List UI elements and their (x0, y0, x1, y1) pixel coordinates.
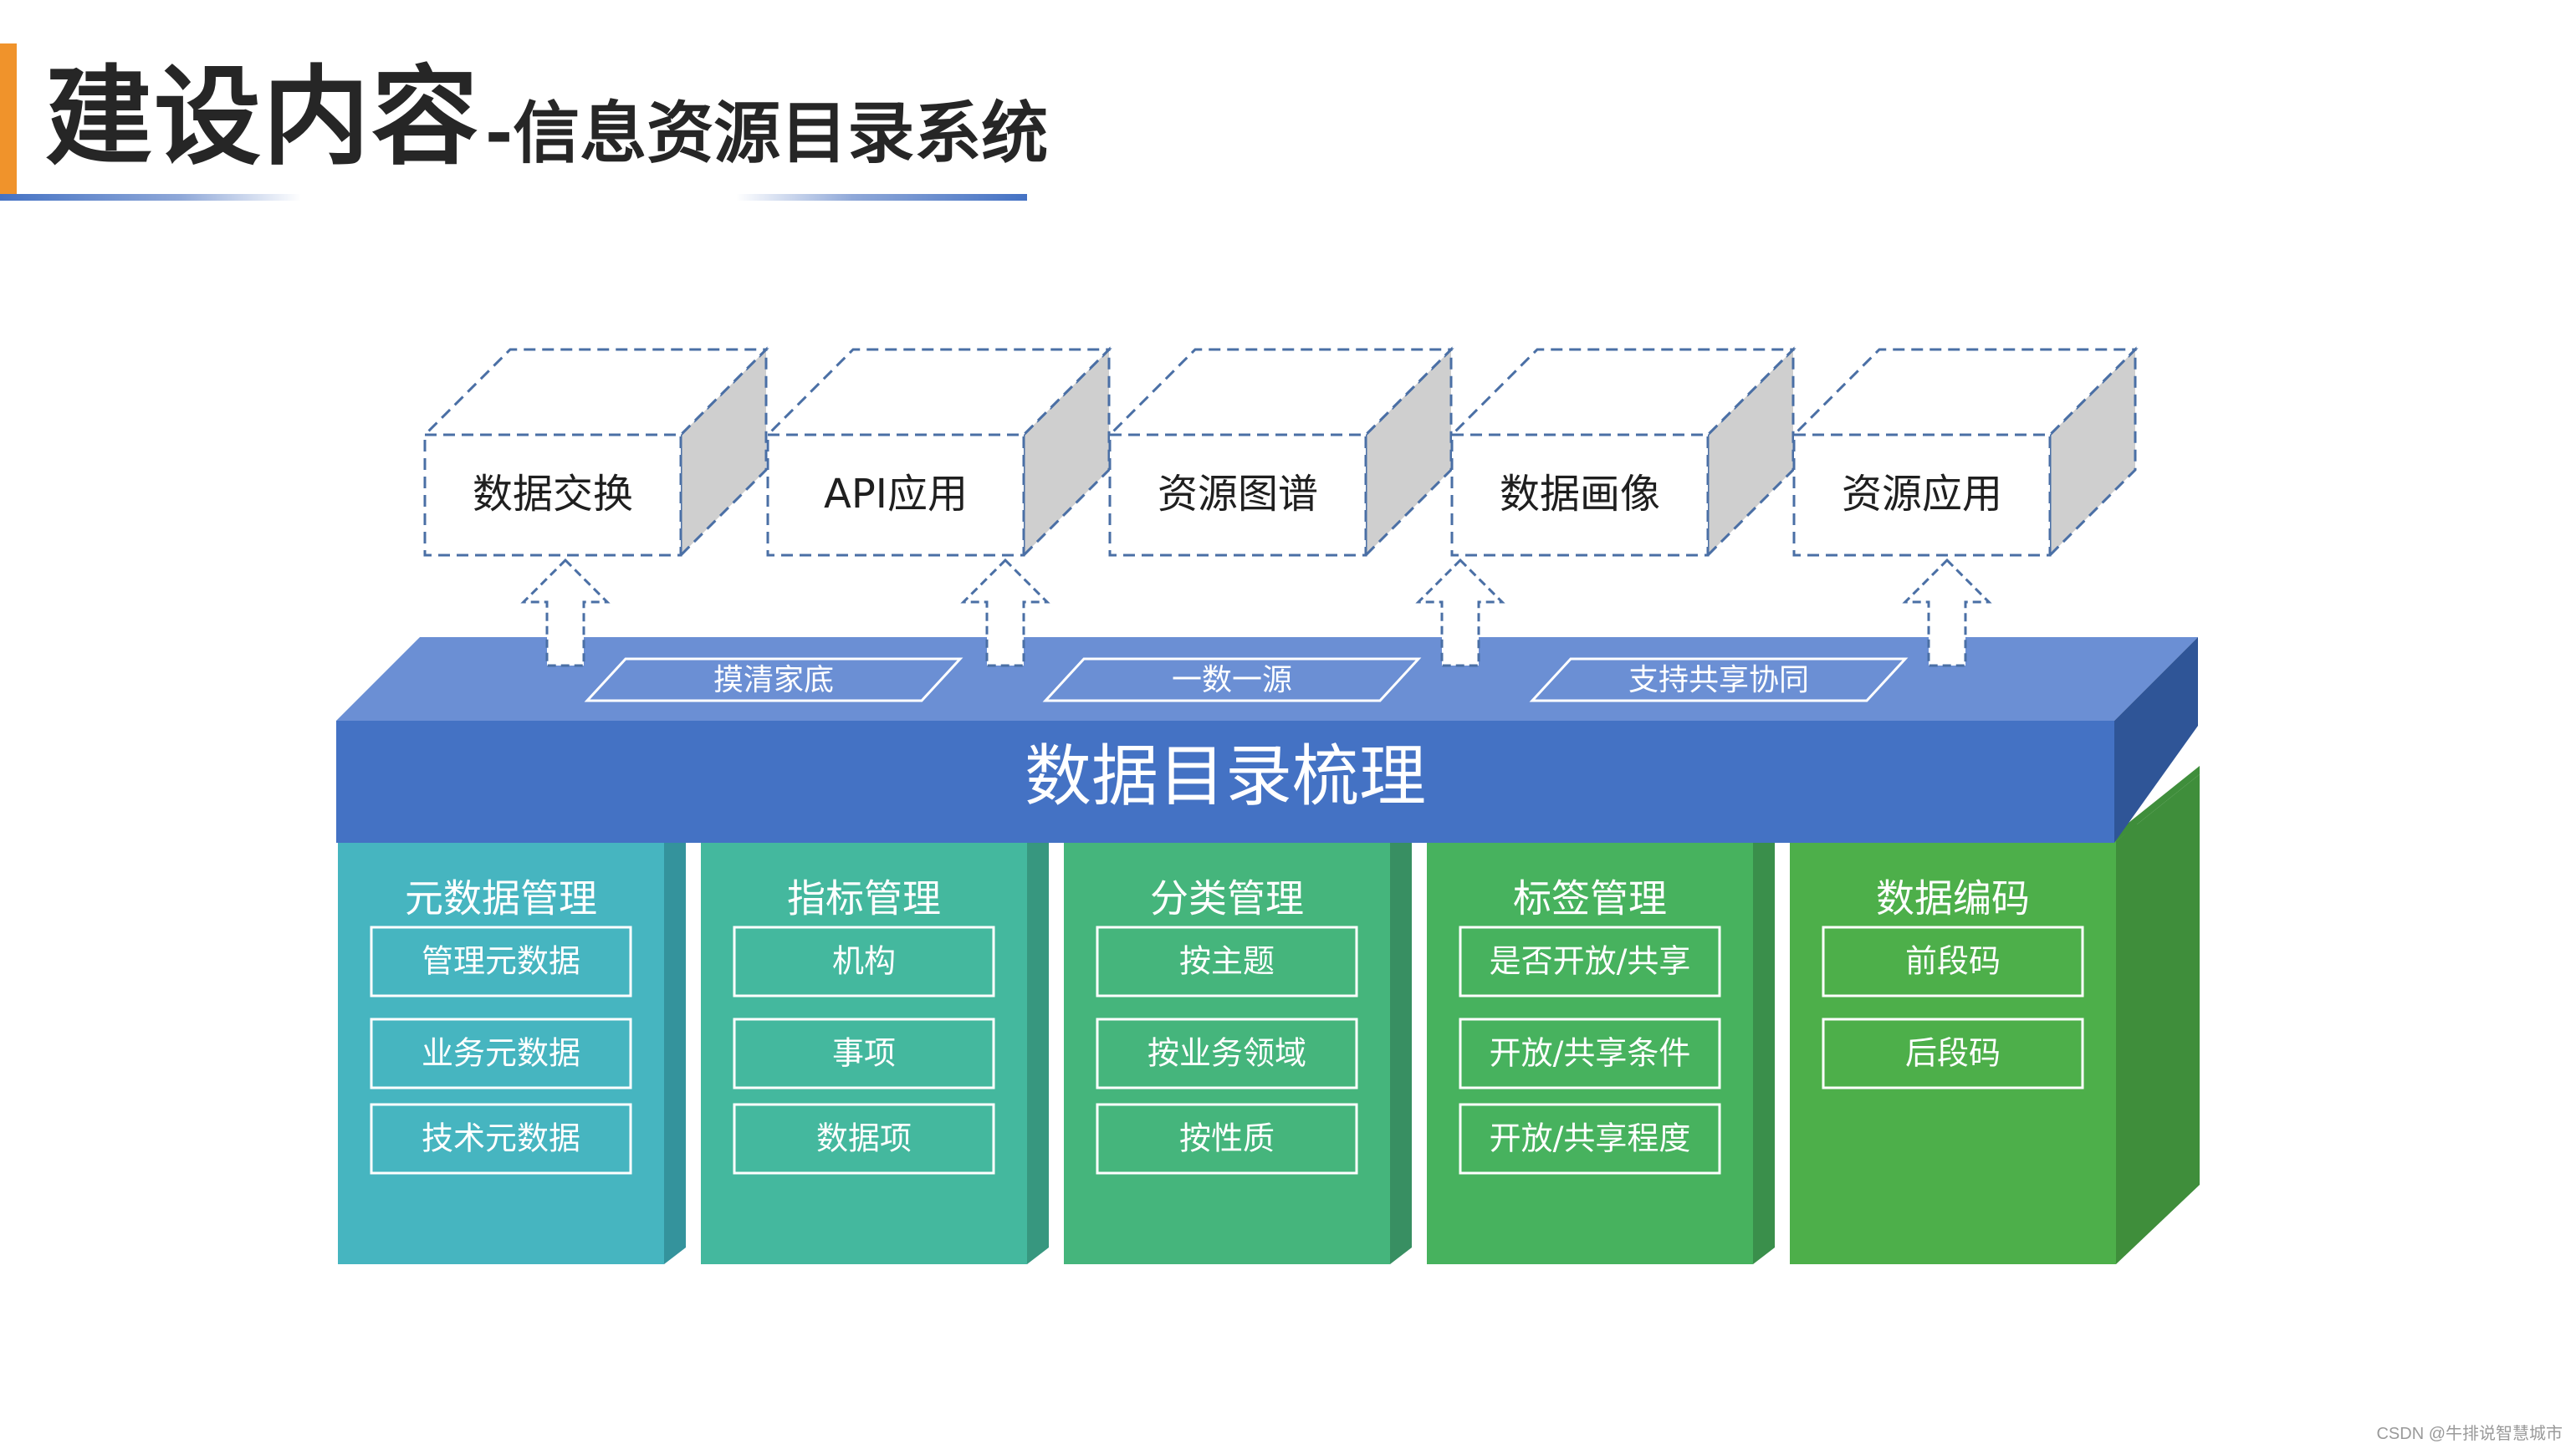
module-item-box (733, 926, 995, 997)
service-box-front (1792, 433, 2052, 557)
module-item: 业务元数据 (422, 1035, 580, 1072)
slab-tag: 一数一源 (1172, 663, 1292, 697)
service-box-label: 资源图谱 (1158, 471, 1318, 518)
up-arrow-shape (1415, 558, 1505, 667)
module-item: 管理元数据 (422, 943, 580, 980)
module-side-face (1753, 824, 1775, 1264)
header-accent-bar (0, 43, 17, 196)
service-box-label: 数据交换 (473, 471, 633, 518)
service-box-front (423, 433, 682, 557)
module-item-box (370, 1018, 632, 1089)
header-underline-right (736, 194, 1027, 201)
slab-tag: 摸清家底 (713, 663, 834, 697)
base-right-face (2116, 774, 2200, 1264)
module-side-face (664, 824, 686, 1264)
module-item-box (1459, 926, 1721, 997)
base-right-top-edge (2116, 766, 2200, 841)
module-item: 按性质 (1179, 1120, 1275, 1157)
module-item: 按主题 (1179, 943, 1275, 980)
page-title-sub: -信息资源目录系统 (485, 94, 1049, 172)
module-item: 数据项 (816, 1120, 912, 1157)
service-box-4: 数据画像 (1449, 346, 1797, 559)
up-arrow-shape (960, 558, 1050, 667)
module-item-box (370, 926, 632, 997)
module-front-face (338, 841, 664, 1264)
module-side-face (1027, 824, 1049, 1264)
slab-tag-box (584, 657, 963, 702)
service-box-label: 资源应用 (1842, 471, 2002, 518)
up-arrow-4 (1902, 558, 1992, 667)
service-box-3: 资源图谱 (1107, 346, 1454, 559)
slab-tag: 支持共享协同 (1628, 663, 1809, 697)
module-front-face (701, 841, 1027, 1264)
module-side-face (1390, 824, 1412, 1264)
module-item-box (1096, 1018, 1358, 1089)
slab-side-face (2114, 637, 2198, 843)
module-item: 事项 (832, 1035, 896, 1072)
module-title: 数据编码 (1876, 876, 2030, 921)
module-item: 开放/共享条件 (1490, 1035, 1691, 1072)
service-box-2: API应用 (764, 346, 1112, 559)
service-box-front (766, 433, 1025, 557)
service-box-5: 资源应用 (1791, 346, 2139, 559)
module-title: 分类管理 (1150, 876, 1304, 921)
module-item-box (1459, 1103, 1721, 1175)
center-slab: 数据目录梳理 摸清家底 一数一源 支持共享协同 (336, 637, 2198, 843)
module-front-face (1790, 841, 2116, 1264)
module-front-face (1427, 841, 1753, 1264)
module-item-box (370, 1103, 632, 1175)
watermark: CSDN @牛排说智慧城市 (2376, 1425, 2563, 1443)
module-item: 技术元数据 (422, 1120, 580, 1157)
module-item-box (733, 1018, 995, 1089)
header-underline-left (0, 194, 301, 201)
slab-title: 数据目录梳理 (1025, 737, 1426, 815)
module-title: 元数据管理 (405, 876, 597, 921)
up-arrow-3 (1415, 558, 1505, 667)
slab-tag-box (1042, 657, 1422, 702)
service-box-front (1450, 433, 1710, 557)
module-title: 指标管理 (787, 876, 941, 921)
module-item: 按业务领域 (1147, 1035, 1306, 1072)
module-item: 是否开放/共享 (1490, 943, 1691, 980)
up-arrow-shape (520, 558, 611, 667)
page-title-main: 建设内容 (45, 55, 481, 180)
module-title: 标签管理 (1513, 876, 1667, 921)
service-box-label: 数据画像 (1500, 471, 1660, 518)
service-box-label: API应用 (824, 471, 968, 518)
module-item-box (1822, 926, 2084, 997)
module-item-box (1822, 1018, 2084, 1089)
slab-tag-box (1529, 657, 1909, 702)
module-item: 后段码 (1905, 1035, 2001, 1072)
service-box-front (1108, 433, 1367, 557)
service-box-1: 数据交换 (422, 346, 769, 559)
up-arrow-1 (520, 558, 611, 667)
up-arrow-shape (1902, 558, 1992, 667)
slab-front-face (336, 721, 2114, 843)
module-item: 机构 (832, 943, 896, 980)
module-item: 前段码 (1905, 943, 2001, 980)
module-item: 开放/共享程度 (1490, 1120, 1691, 1157)
module-item-box (1459, 1018, 1721, 1089)
module-item-box (733, 1103, 995, 1175)
module-front-face (1064, 841, 1390, 1264)
module-item-box (1096, 926, 1358, 997)
page-title: 建设内容 -信息资源目录系统 (45, 47, 1048, 181)
up-arrow-2 (960, 558, 1050, 667)
module-item-box (1096, 1103, 1358, 1175)
